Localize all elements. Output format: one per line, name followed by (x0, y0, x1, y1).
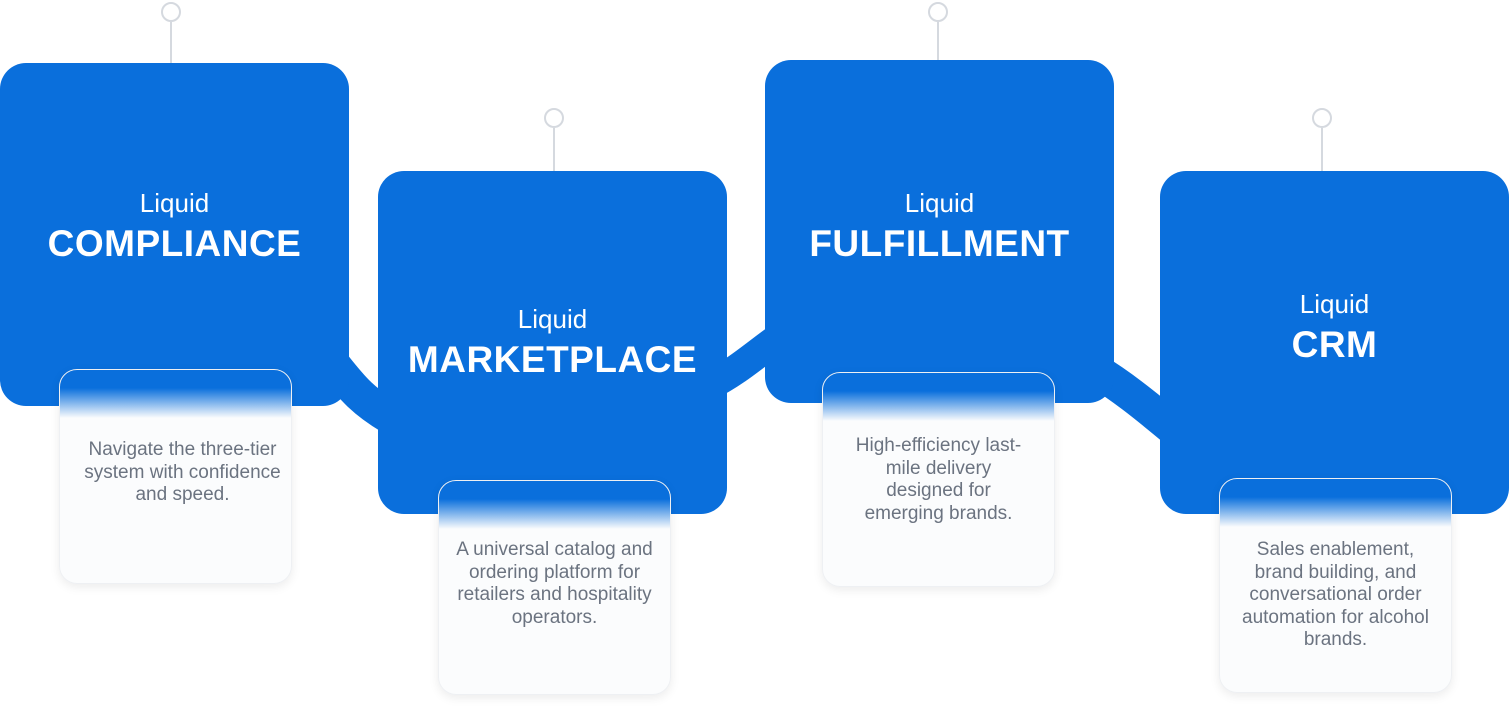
description-text: A universal catalog and ordering platfor… (456, 539, 653, 628)
product-box-fulfillment: Liquid FULFILLMENT (765, 60, 1114, 403)
product-name: MARKETPLACE (407, 339, 698, 380)
description-card: High-efficiency last-mile delivery desig… (822, 372, 1055, 587)
product-prefix: Liquid (1299, 289, 1370, 319)
pin-stem (1321, 128, 1323, 172)
pin-stem (170, 22, 172, 64)
pin-circle (544, 108, 564, 128)
product-name: CRM (1291, 324, 1378, 365)
pin-stem (553, 128, 555, 172)
description-text: Navigate the three-tier system with conf… (84, 439, 281, 505)
description-card: Sales enablement, brand building, and co… (1219, 478, 1452, 693)
product-box-compliance: Liquid COMPLIANCE (0, 63, 349, 406)
product-prefix: Liquid (517, 304, 588, 334)
product-box-crm: Liquid CRM (1160, 171, 1509, 514)
product-name: COMPLIANCE (47, 223, 302, 264)
description-text: Sales enablement, brand building, and co… (1242, 539, 1429, 650)
product-box-marketplace: Liquid MARKETPLACE (378, 171, 727, 514)
product-name: FULFILLMENT (809, 223, 1070, 264)
description-card: Navigate the three-tier system with conf… (59, 369, 292, 584)
product-prefix: Liquid (139, 188, 210, 218)
product-prefix: Liquid (904, 188, 975, 218)
description-card: A universal catalog and ordering platfor… (438, 480, 671, 695)
pin-circle (928, 2, 948, 22)
pin-stem (937, 22, 939, 62)
pin-circle (161, 2, 181, 22)
pin-circle (1312, 108, 1332, 128)
description-text: High-efficiency last-mile delivery desig… (855, 435, 1022, 524)
